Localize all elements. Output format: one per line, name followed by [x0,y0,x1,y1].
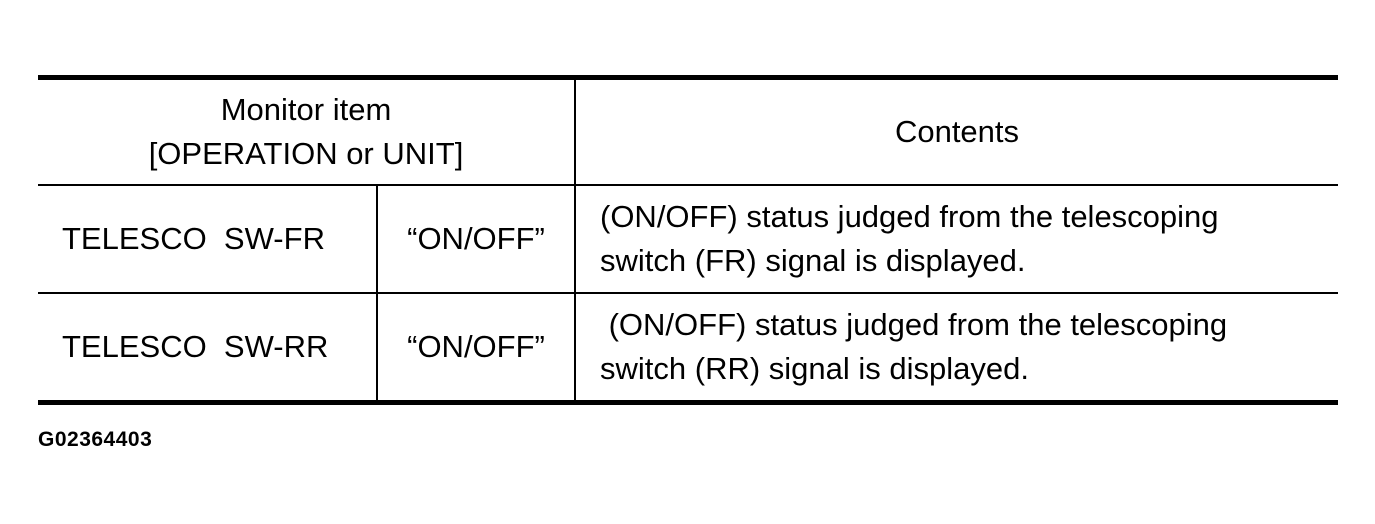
monitor-item-header-line1: Monitor item [220,92,392,127]
table-row: TELESCO SW-FR “ON/OFF” (ON/OFF) status j… [38,185,1338,293]
monitor-item-cell: TELESCO SW-RR [38,292,378,403]
value-cell: “ON/OFF” [377,292,576,403]
figure-code: G02364403 [38,428,153,451]
contents-line1: (ON/OFF) status judged from the telescop… [600,199,1219,234]
contents-cell: (ON/OFF) status judged from the telescop… [575,185,1338,293]
contents-cell: (ON/OFF) status judged from the telescop… [575,292,1338,403]
value-cell: “ON/OFF” [377,185,576,293]
contents-line2: switch (RR) signal is displayed. [600,351,1029,386]
contents-header: Contents [575,77,1338,186]
monitor-item-header: Monitor item [OPERATION or UNIT] [38,77,576,186]
table-row: TELESCO SW-RR “ON/OFF” (ON/OFF) status j… [38,292,1338,403]
monitor-item-table: Monitor item [OPERATION or UNIT] Content… [38,75,1338,405]
monitor-item-cell: TELESCO SW-FR [38,185,378,293]
contents-line2: switch (FR) signal is displayed. [600,243,1026,278]
table-header-row: Monitor item [OPERATION or UNIT] Content… [38,77,1338,186]
contents-line1: (ON/OFF) status judged from the telescop… [600,307,1228,342]
monitor-item-header-line2: [OPERATION or UNIT] [148,136,464,171]
